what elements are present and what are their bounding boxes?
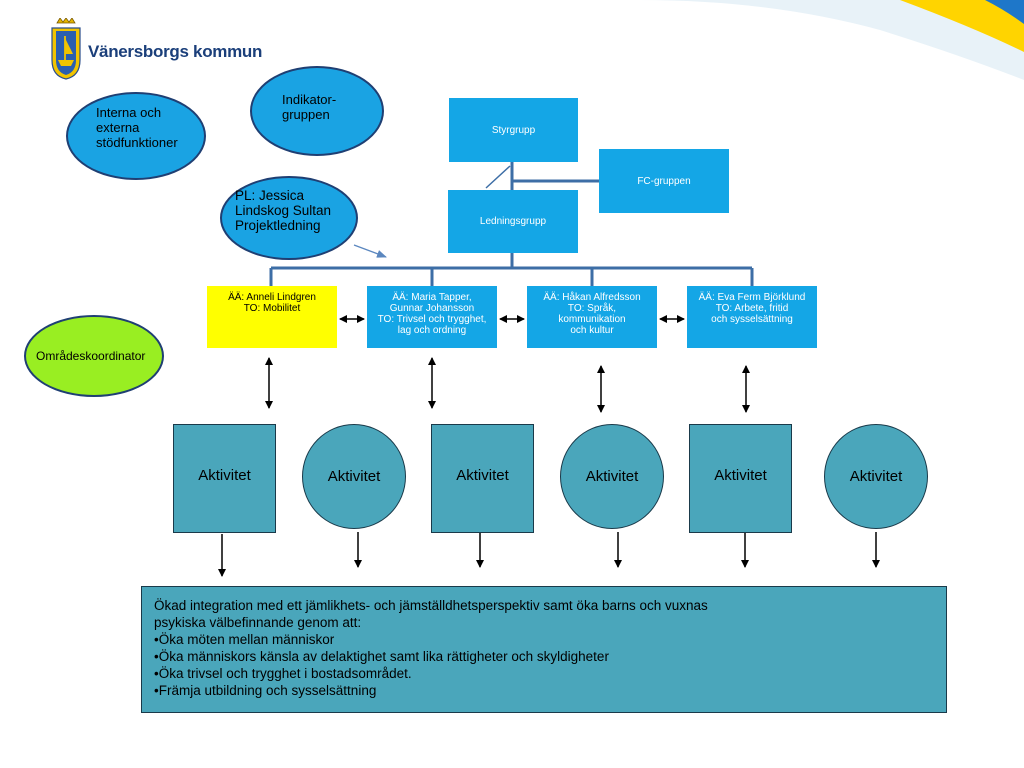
box-aa3-line-2: TO: Språk,: [567, 303, 617, 314]
box-aa3-line-3: kommunikation: [558, 314, 626, 325]
outcome-line-1: Ökad integration med ett jämlikhets- och…: [154, 598, 708, 613]
box-aa4-line-3: och sysselsättning: [711, 314, 793, 325]
ellipse-indikator: Indikator- gruppen: [250, 66, 384, 156]
activity-label-4: Aktivitet: [585, 468, 639, 485]
box-fc-label: FC-gruppen: [637, 175, 691, 187]
ellipse-interna-line-2: externa: [96, 120, 140, 135]
box-aa2-line-3: TO: Trivsel och trygghet,: [377, 314, 487, 325]
activity-label-6: Aktivitet: [849, 468, 903, 485]
logo-text: Vänersborgs kommun: [88, 42, 263, 61]
activity-square-1: Aktivitet: [173, 424, 276, 533]
stripe-yellow: [900, 0, 1024, 52]
box-aa1-line-2: TO: Mobilitet: [243, 303, 301, 314]
ellipse-omrade-label: Områdeskoordinator: [36, 349, 146, 363]
box-aa4-line-2: TO: Arbete, fritid: [715, 303, 789, 314]
box-aa2: ÄÄ: Maria Tapper, Gunnar Johansson TO: T…: [367, 286, 497, 348]
box-ledningsgrupp: Ledningsgrupp: [448, 190, 578, 253]
outcome-line-2: psykiska välbefinnande genom att:: [154, 615, 362, 630]
activity-square-2: Aktivitet: [431, 424, 534, 533]
connector-diagonal: [485, 165, 511, 189]
box-ledning-label: Ledningsgrupp: [479, 216, 547, 227]
box-aa4-line-1: ÄÄ: Eva Ferm Björklund: [698, 292, 806, 303]
outcome-line-5: •Öka trivsel och trygghet i bostadsområd…: [154, 666, 412, 681]
ellipse-interna-line-3: stödfunktioner: [96, 135, 178, 150]
box-aa2-line-4: lag och ordning: [397, 325, 467, 336]
outcome-box: Ökad integration med ett jämlikhets- och…: [141, 586, 947, 713]
ellipse-interna: Interna och externa stödfunktioner: [66, 92, 206, 180]
outcome-line-3: •Öka möten mellan människor: [154, 632, 335, 647]
activity-circle-2: Aktivitet: [560, 424, 664, 529]
activity-circle-3: Aktivitet: [824, 424, 928, 529]
box-aa1-line-1: ÄÄ: Anneli Lindgren: [228, 292, 316, 303]
box-aa1: ÄÄ: Anneli Lindgren TO: Mobilitet: [207, 286, 337, 348]
pl-arrow: [353, 244, 387, 258]
ellipse-interna-line-1: Interna och: [96, 105, 162, 120]
box-aa3: ÄÄ: Håkan Alfredsson TO: Språk, kommunik…: [527, 286, 657, 348]
stripe-blue: [985, 0, 1024, 24]
coat-of-arms-icon: [51, 18, 81, 80]
activity-circle-1: Aktivitet: [302, 424, 406, 529]
ellipse-indikator-line-2: gruppen: [282, 107, 330, 122]
outcome-line-4: •Öka människors känsla av delaktighet sa…: [154, 649, 609, 664]
ellipse-omrade: Områdeskoordinator: [24, 315, 164, 397]
activity-label-5: Aktivitet: [714, 467, 767, 484]
box-styrgrupp: Styrgrupp: [449, 98, 578, 162]
box-aa2-line-2: Gunnar Johansson: [389, 303, 475, 314]
box-aa3-line-1: ÄÄ: Håkan Alfredsson: [543, 292, 641, 303]
activity-label-2: Aktivitet: [327, 468, 381, 485]
box-aa2-line-1: ÄÄ: Maria Tapper,: [392, 292, 472, 303]
ellipse-pl-line-3: Projektledning: [235, 218, 321, 233]
box-styrgrupp-label: Styrgrupp: [491, 124, 536, 136]
ellipse-pl-line-2: Lindskog Sultan: [235, 203, 332, 218]
outcome-line-6: •Främja utbildning och sysselsättning: [154, 683, 377, 698]
ellipse-indikator-line-1: Indikator-: [282, 92, 337, 107]
activity-label-3: Aktivitet: [456, 467, 509, 484]
ellipse-pl-line-1: PL: Jessica: [235, 188, 305, 203]
ellipse-pl: PL: Jessica Lindskog Sultan Projektledni…: [220, 176, 358, 260]
box-fc-gruppen: FC-gruppen: [599, 149, 729, 213]
activity-square-3: Aktivitet: [689, 424, 792, 533]
box-aa4: ÄÄ: Eva Ferm Björklund TO: Arbete, friti…: [687, 286, 817, 348]
activity-label-1: Aktivitet: [198, 467, 251, 484]
box-aa3-line-4: och kultur: [570, 325, 614, 336]
stripe-light-blue: [640, 0, 1024, 80]
